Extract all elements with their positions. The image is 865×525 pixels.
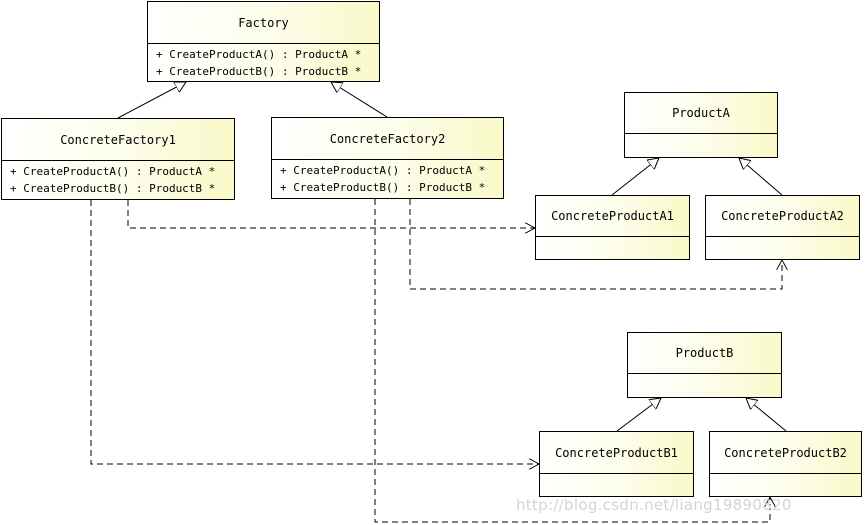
- generalization-cpb2-productb: [746, 398, 787, 432]
- class-concrete-product-b1[interactable]: ConcreteProductB1: [539, 431, 694, 497]
- operation: + CreateProductA() : ProductA *: [156, 48, 362, 61]
- class-name: ConcreteFactory2: [272, 118, 503, 160]
- generalization-cf1-factory: [117, 82, 186, 119]
- class-factory[interactable]: Factory + CreateProductA() : ProductA * …: [147, 1, 380, 82]
- class-concrete-factory-1[interactable]: ConcreteFactory1 + CreateProductA() : Pr…: [1, 118, 235, 200]
- class-name: ConcreteFactory1: [2, 119, 234, 161]
- dependency-cf1-cpb1: [90, 200, 539, 464]
- class-product-b[interactable]: ProductB: [627, 332, 782, 398]
- class-name: ProductB: [628, 333, 781, 374]
- operation: + CreateProductA() : ProductA *: [280, 164, 486, 177]
- operation: + CreateProductB() : ProductB *: [280, 181, 486, 194]
- class-name: ConcreteProductB1: [540, 432, 693, 474]
- class-name: ProductA: [625, 93, 777, 134]
- dependency-cf1-cpa1: [127, 200, 535, 228]
- operations-compartment: + CreateProductA() : ProductA * + Create…: [272, 160, 503, 196]
- operation: + CreateProductB() : ProductB *: [156, 65, 362, 78]
- dependency-cf2-cpb2: [374, 199, 770, 523]
- class-concrete-product-b2[interactable]: ConcreteProductB2: [709, 431, 862, 497]
- class-concrete-factory-2[interactable]: ConcreteFactory2 + CreateProductA() : Pr…: [271, 117, 504, 199]
- class-name: Factory: [148, 2, 379, 44]
- class-name: ConcreteProductB2: [710, 432, 861, 474]
- generalization-cf2-factory: [331, 82, 388, 118]
- class-concrete-product-a1[interactable]: ConcreteProductA1: [535, 195, 690, 260]
- operation: + CreateProductB() : ProductB *: [10, 182, 216, 195]
- operation: + CreateProductA() : ProductA *: [10, 165, 216, 178]
- class-concrete-product-a2[interactable]: ConcreteProductA2: [705, 195, 860, 260]
- operations-compartment: + CreateProductA() : ProductA * + Create…: [2, 161, 234, 197]
- generalization-cpa1-producta: [611, 158, 659, 196]
- watermark-text: http://blog.csdn.net/liang19890820: [516, 496, 792, 514]
- generalization-cpa2-producta: [739, 158, 783, 196]
- class-name: ConcreteProductA1: [536, 196, 689, 237]
- class-name: ConcreteProductA2: [706, 196, 859, 237]
- class-product-a[interactable]: ProductA: [624, 92, 778, 158]
- dependency-cf2-cpa2: [409, 199, 782, 290]
- generalization-cpb1-productb: [616, 398, 661, 432]
- operations-compartment: + CreateProductA() : ProductA * + Create…: [148, 44, 379, 80]
